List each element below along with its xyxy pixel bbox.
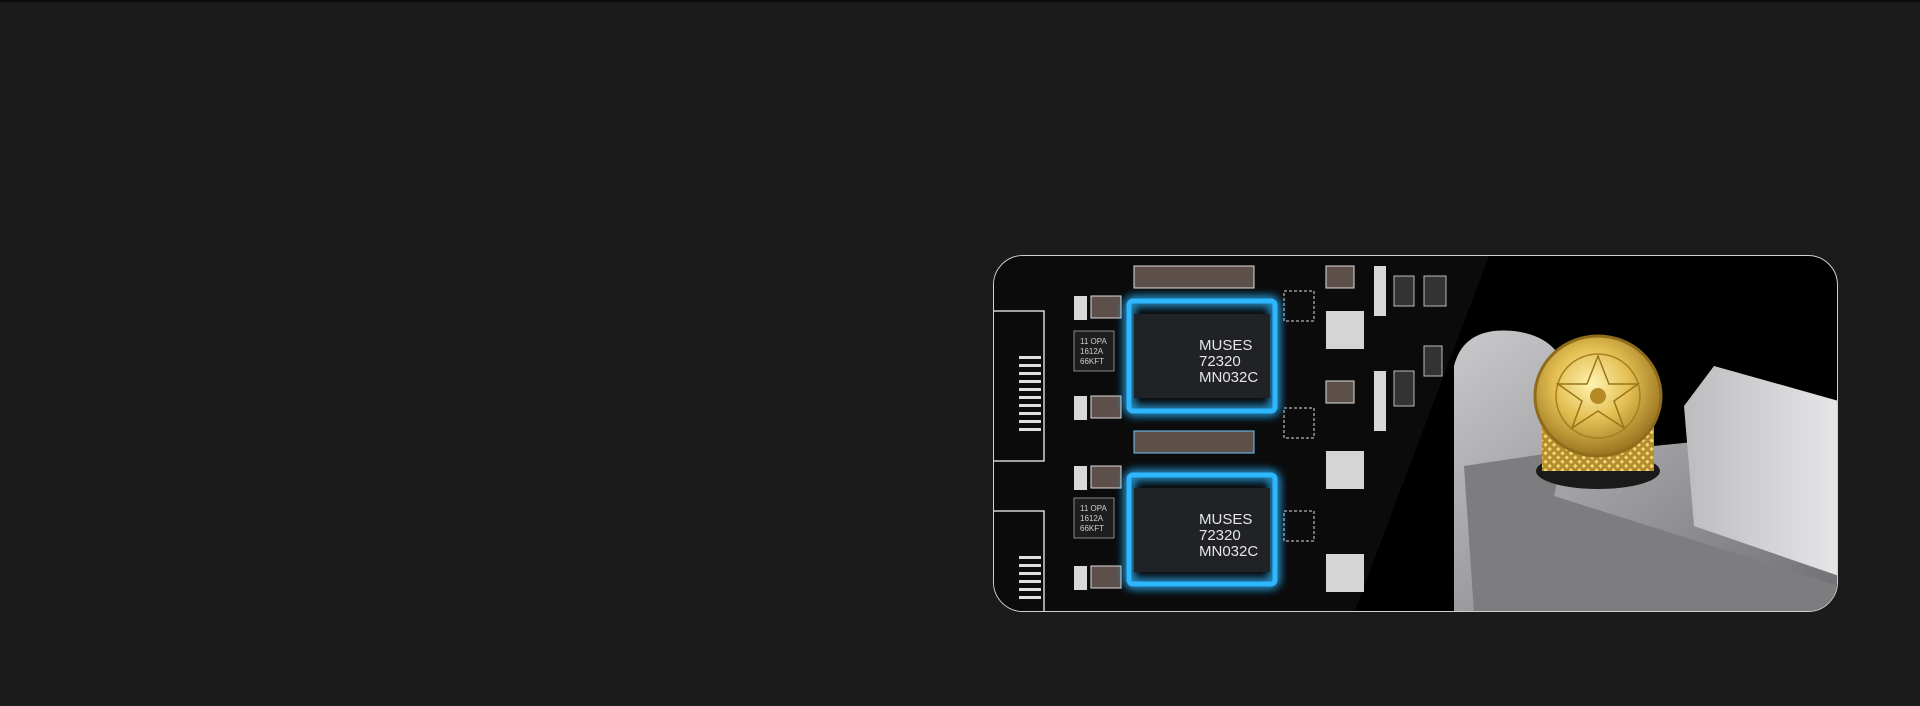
muses-chip-1: MUSES 72320 MN032C xyxy=(1126,298,1278,414)
svg-text:1612A: 1612A xyxy=(1080,514,1104,523)
svg-text:11 OPA: 11 OPA xyxy=(1080,504,1107,513)
smd-components xyxy=(1074,265,1447,592)
opamp-chip-1: 11 OPA 1612A 66KFT xyxy=(1073,330,1115,372)
svg-text:MUSES: MUSES xyxy=(1199,337,1252,354)
svg-text:72320: 72320 xyxy=(1199,353,1241,370)
svg-text:11 OPA: 11 OPA xyxy=(1080,337,1107,346)
pcb-and-knob-illustration: 11 OPA 1612A 66KFT 11 OPA 1612A 66KFT MU… xyxy=(994,256,1837,611)
opamp-chip-2: 11 OPA 1612A 66KFT xyxy=(1073,497,1115,539)
product-feature-card: 11 OPA 1612A 66KFT 11 OPA 1612A 66KFT MU… xyxy=(993,255,1838,612)
svg-text:72320: 72320 xyxy=(1199,527,1241,544)
svg-text:66KFT: 66KFT xyxy=(1080,524,1104,533)
connector-pins xyxy=(1019,356,1041,599)
muses-chip-2: MUSES 72320 MN032C xyxy=(1126,472,1278,587)
svg-text:1612A: 1612A xyxy=(1080,347,1104,356)
volume-knob xyxy=(1533,334,1663,489)
svg-text:MN032C: MN032C xyxy=(1199,369,1258,386)
top-divider xyxy=(0,0,1920,2)
svg-text:66KFT: 66KFT xyxy=(1080,357,1104,366)
svg-text:MN032C: MN032C xyxy=(1199,543,1258,560)
pcb-connector xyxy=(994,310,1045,611)
svg-text:MUSES: MUSES xyxy=(1199,511,1252,528)
